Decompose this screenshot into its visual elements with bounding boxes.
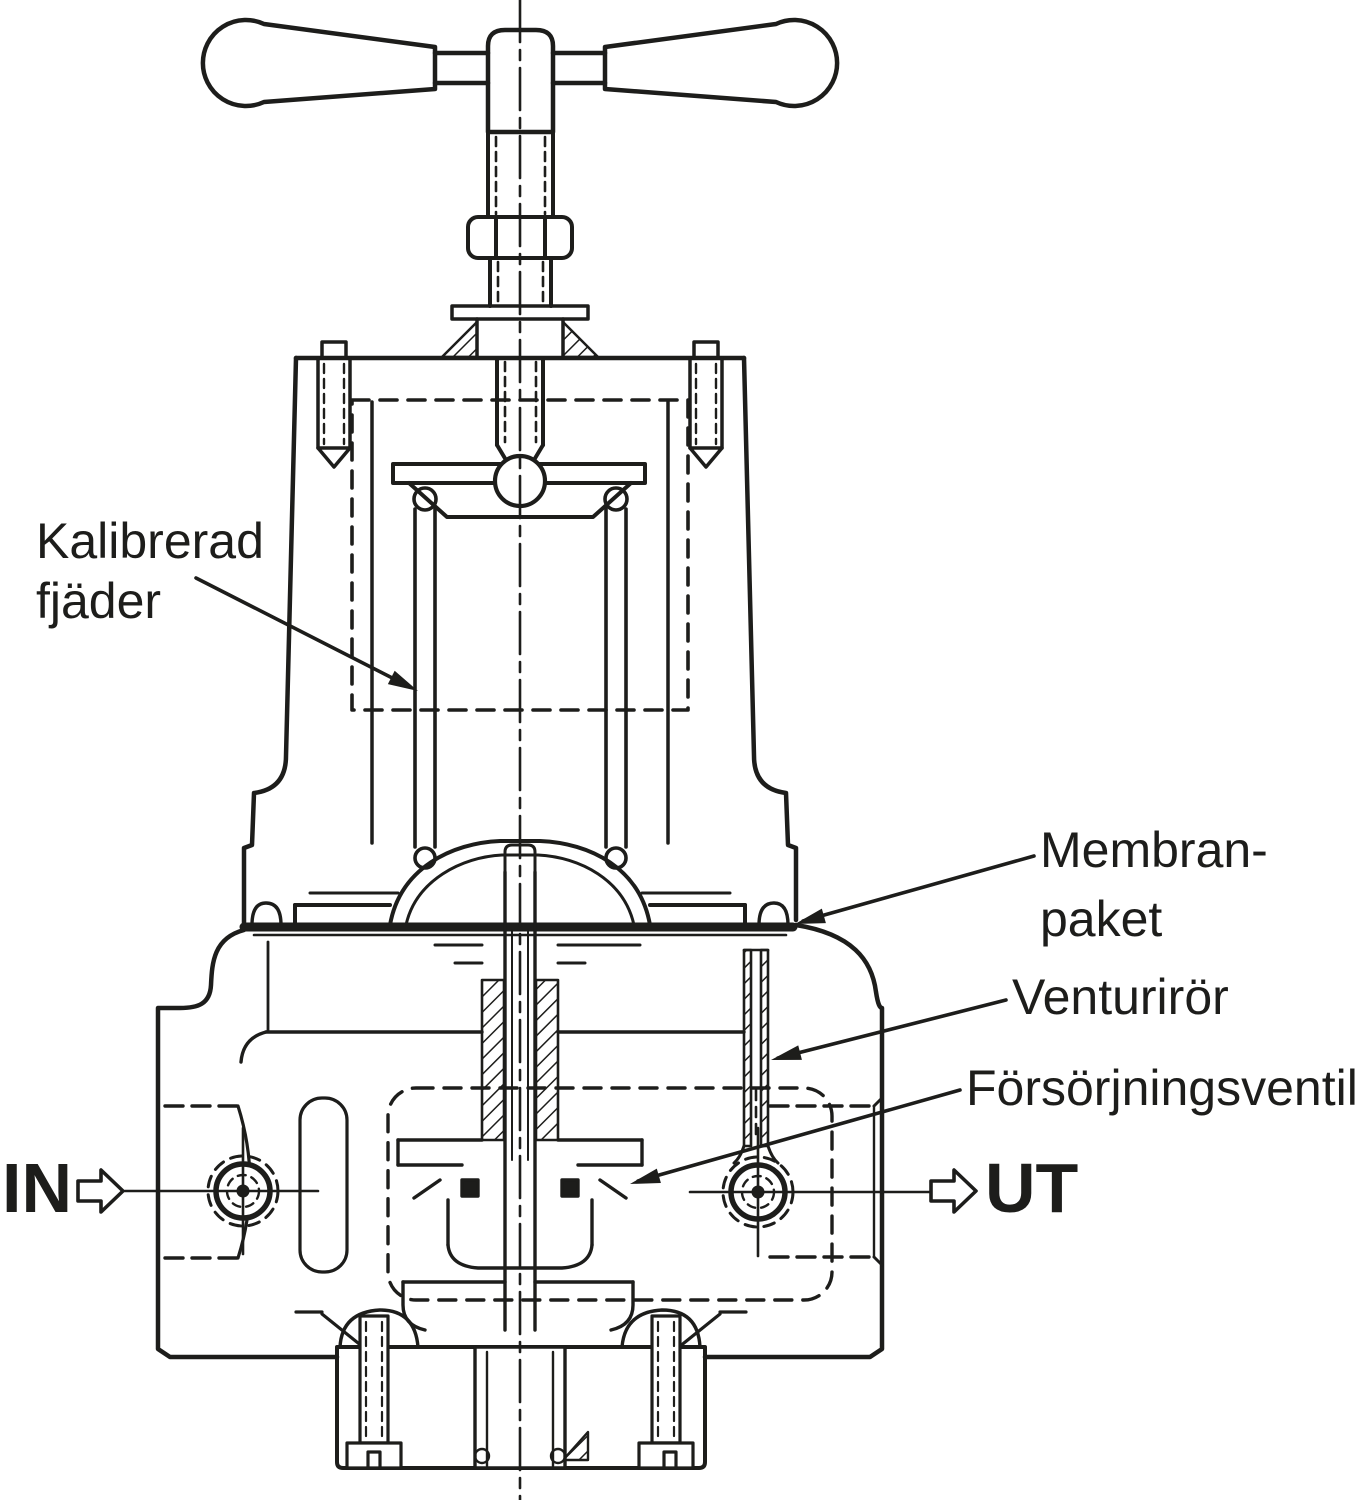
diaphragm-assembly	[239, 839, 798, 937]
leader-venturi	[771, 998, 1008, 1060]
screw-slot-icon	[366, 1450, 382, 1470]
cap-screw-left	[345, 1314, 403, 1470]
handle-hub	[485, 27, 556, 135]
label-calibrated-spring-line1: Kalibrerad	[36, 513, 264, 569]
valve-body	[155, 870, 885, 1360]
bottom-cap	[320, 1308, 722, 1470]
venturi-tube	[732, 948, 780, 1165]
leader-lines	[194, 576, 1036, 1184]
bonnet	[241, 340, 799, 928]
stem-guide-left	[480, 978, 506, 1142]
label-membrane-line1: Membran-	[1040, 822, 1268, 878]
label-outlet: UT	[985, 1149, 1078, 1227]
bonnet-bolt-right	[688, 340, 724, 469]
valve-stem	[503, 870, 537, 1332]
handle-left-grip	[200, 17, 438, 109]
valve-chamber-dashed	[386, 1086, 834, 1302]
stem-guide-right	[534, 978, 560, 1142]
label-membrane-line2: paket	[1040, 891, 1162, 947]
label-calibrated-spring-line2: fjäder	[36, 573, 161, 629]
cap-center-plug	[473, 1345, 590, 1470]
inlet-flow-arrow-icon	[76, 1168, 125, 1214]
label-venturi: Venturirör	[1012, 969, 1229, 1025]
t-handle	[200, 17, 840, 135]
inlet-port	[123, 1104, 320, 1260]
bonnet-bolt-left	[316, 340, 352, 469]
spring-coils	[412, 486, 629, 870]
leader-supply-valve	[630, 1088, 962, 1184]
cap-screw-right	[637, 1314, 695, 1470]
leader-calibrated-spring	[194, 576, 418, 691]
label-supply-valve: Försörjningsventil	[966, 1060, 1356, 1116]
outlet-flow-arrow-icon	[929, 1168, 978, 1214]
leader-arrowhead-icon	[387, 670, 418, 691]
handle-right-grip	[602, 17, 840, 109]
leader-arrowhead-icon	[795, 908, 826, 924]
screw-slot-icon	[662, 1450, 678, 1470]
leader-arrowhead-icon	[771, 1045, 802, 1060]
outlet-port	[688, 1096, 932, 1267]
label-inlet: IN	[2, 1149, 72, 1227]
supply-valve	[396, 1138, 644, 1332]
leader-arrowhead-icon	[630, 1168, 661, 1184]
leader-membrane	[795, 854, 1036, 924]
